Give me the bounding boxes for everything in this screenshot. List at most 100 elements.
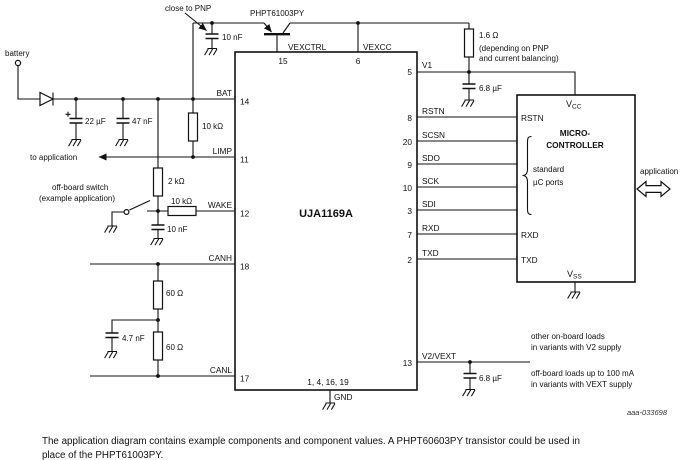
micro-rxd-label: RXD <box>521 230 539 240</box>
pin-label-rxd: RXD <box>422 223 440 233</box>
pin-number-15: 15 <box>278 56 288 66</box>
micro-title-line1: MICRO- <box>560 128 591 138</box>
cap-10nf-wake-label: 10 nF <box>167 225 188 234</box>
pin-number-7: 7 <box>407 230 412 240</box>
pin-label-sck: SCK <box>422 176 440 186</box>
ground-symbol <box>322 402 336 411</box>
pin-number-10: 10 <box>403 183 413 193</box>
limp-line: to application <box>30 153 235 162</box>
signal-lines <box>417 116 517 260</box>
res-60-bottom: 60 Ω <box>152 331 183 376</box>
vss-label: VSS <box>567 269 582 281</box>
pin-label-vexcc: VEXCC <box>363 42 392 52</box>
battery-source: battery <box>5 49 40 100</box>
cap-22uf-label: 22 µF <box>85 117 106 126</box>
microcontroller: VCC RSTN MICRO- CONTROLLER standard µC p… <box>516 94 636 300</box>
cap-6-8uf-v1-label: 6.8 µF <box>479 84 502 93</box>
to-application-label: to application <box>30 153 77 162</box>
cap-10nf-wake: 10 nF <box>150 211 188 246</box>
ground-symbol <box>567 291 581 300</box>
pin-label-sdo: SDO <box>422 153 441 163</box>
ground-symbol <box>461 99 475 108</box>
ports-label-line2: µC ports <box>533 178 563 187</box>
res-60-bottom-label: 60 Ω <box>166 343 183 352</box>
pnp-transistor: PHPT61003PY <box>250 9 305 52</box>
offboard-switch: off-board switch (example application) <box>39 183 158 234</box>
emitter-arrow <box>263 22 272 33</box>
chip-uja1169a: UJA1169A VEXCTRL 15 VEXCC 6 BAT 14 LIMP … <box>208 42 456 411</box>
pin-number-12: 12 <box>240 209 250 219</box>
pin-number-8: 8 <box>407 113 412 123</box>
pin-label-rstn: RSTN <box>422 106 445 116</box>
double-arrow-icon <box>636 180 671 198</box>
res-1-6-label: 1.6 Ω <box>479 31 498 40</box>
micro-txd-label: TXD <box>521 255 538 265</box>
close-to-pnp-label: close to PNP <box>165 4 211 13</box>
pin-number-6: 6 <box>356 56 361 66</box>
pin-number-17: 17 <box>240 374 250 384</box>
cap-10nf-pnp-label: 10 nF <box>222 33 243 42</box>
v2-note-line2: in variants with V2 supply <box>531 343 621 352</box>
pin-number-14: 14 <box>240 97 250 107</box>
pin-label-limp: LIMP <box>213 146 233 156</box>
pin-label-v2vext: V2/VEXT <box>422 351 456 361</box>
res-1-6-ohm: 1.6 Ω (depending on PNP and current bala… <box>463 23 559 72</box>
v2-note-line1: other on-board loads <box>531 332 605 341</box>
pin-label-sdi: SDI <box>422 199 436 209</box>
ground-symbol <box>104 350 118 359</box>
pin-number-20: 20 <box>403 137 413 147</box>
res-1-6-note1: (depending on PNP <box>479 44 549 53</box>
res-2k-label: 2 kΩ <box>168 177 185 186</box>
cap-6-8uf-v1: 6.8 µF <box>461 72 502 108</box>
pin-label-gnd: GND <box>334 392 352 402</box>
cap-22uf: 22 µF <box>65 99 106 147</box>
micro-title-line2: CONTROLLER <box>546 140 604 150</box>
can-bus-lines <box>90 263 235 377</box>
switch-label-line2: (example application) <box>39 194 115 203</box>
ground-symbol <box>68 138 82 147</box>
pin-number-13: 13 <box>403 358 413 368</box>
spi-ports-brace <box>522 135 532 216</box>
vext-note-line1: off-board loads up to 100 mA <box>531 369 635 378</box>
switch-contact <box>123 209 130 216</box>
callout-arrow <box>184 12 207 31</box>
res-1-6-note2: and current balancing) <box>479 54 559 63</box>
pin-label-wake: WAKE <box>208 200 233 210</box>
cap-4-7nf-label: 4.7 nF <box>122 334 145 343</box>
application-label: application <box>640 167 678 176</box>
chip-name: UJA1169A <box>299 208 353 220</box>
pin-label-canl: CANL <box>210 365 233 375</box>
cap-47nf-label: 47 nF <box>132 117 153 126</box>
ground-symbol <box>204 47 218 56</box>
pnp-part-label: PHPT61003PY <box>250 9 305 18</box>
battery-terminal <box>14 59 22 67</box>
reverse-protection-diode <box>39 91 235 107</box>
figure-id: aaa-033698 <box>627 408 668 417</box>
pin-number-3: 3 <box>407 206 412 216</box>
pin-label-v1: V1 <box>422 60 433 70</box>
cap-6-8uf-vext-label: 6.8 µF <box>479 374 502 383</box>
res-10k-wake-label: 10 kΩ <box>171 197 192 206</box>
ground-symbol <box>115 138 129 147</box>
pin-label-bat: BAT <box>216 88 232 98</box>
battery-label: battery <box>5 49 29 58</box>
pin-label-scsn: SCSN <box>422 130 445 140</box>
pin-number-11: 11 <box>240 155 249 165</box>
switch-label-line1: off-board switch <box>52 183 108 192</box>
load-notes: other on-board loads in variants with V2… <box>531 332 635 389</box>
pin-number-9: 9 <box>407 160 412 170</box>
pin-label-canh: CANH <box>208 253 232 263</box>
ports-label-line1: standard <box>533 165 564 174</box>
footer-line2: place of the PHPT61003PY. <box>42 450 163 460</box>
cap-6-8uf-vext: 6.8 µF <box>462 362 502 397</box>
pin-label-txd: TXD <box>422 248 439 258</box>
res-10k-limp-label: 10 kΩ <box>202 122 223 131</box>
cap-4-7nf: 4.7 nF <box>104 319 158 359</box>
switch-lever <box>129 200 151 211</box>
cap-10nf-pnp: 10 nF <box>204 23 243 56</box>
micro-rstn-label: RSTN <box>521 113 544 123</box>
cap-47nf: 47 nF <box>115 99 153 147</box>
ground-symbol <box>150 237 164 246</box>
junction-dots <box>74 21 472 378</box>
